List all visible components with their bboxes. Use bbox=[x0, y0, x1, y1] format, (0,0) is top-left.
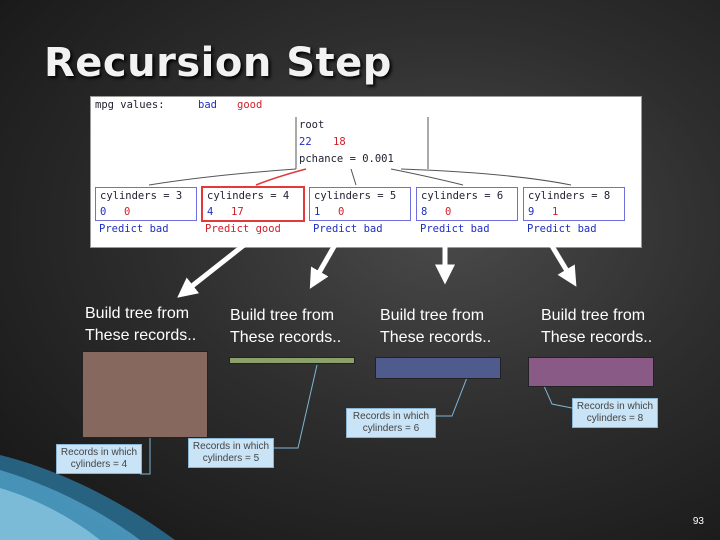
page-number: 93 bbox=[693, 516, 704, 527]
build-line: Build tree from These records.. bbox=[541, 305, 652, 349]
callout-connector-cyl5 bbox=[270, 365, 317, 448]
callout-cyl8: Records in which cylinders = 8 bbox=[572, 398, 658, 428]
build-line: Build tree from These records.. bbox=[230, 305, 341, 349]
records-box-cyl6 bbox=[375, 357, 501, 379]
callout-cyl4: Records in which cylinders = 4 bbox=[56, 444, 142, 474]
callout-connector-cyl6 bbox=[433, 375, 468, 416]
build-label-cyl8: Build tree from These records.. bbox=[541, 305, 652, 349]
arrow-cyl5 bbox=[316, 236, 340, 278]
records-box-cyl4 bbox=[82, 351, 208, 438]
records-box-cyl5 bbox=[229, 357, 355, 364]
build-line: Build tree from These records.. bbox=[85, 303, 196, 347]
build-label-cyl4: Build tree from These records.. bbox=[85, 303, 196, 347]
build-label-cyl5: Build tree from These records.. bbox=[230, 305, 341, 349]
build-line: Build tree from These records.. bbox=[380, 305, 491, 349]
callout-cyl5: Records in which cylinders = 5 bbox=[188, 438, 274, 468]
arrow-cyl4 bbox=[187, 234, 258, 290]
build-label-cyl6: Build tree from These records.. bbox=[380, 305, 491, 349]
arrow-cyl8 bbox=[546, 236, 570, 276]
records-box-cyl8 bbox=[528, 357, 654, 387]
callout-cyl6: Records in which cylinders = 6 bbox=[346, 408, 436, 438]
